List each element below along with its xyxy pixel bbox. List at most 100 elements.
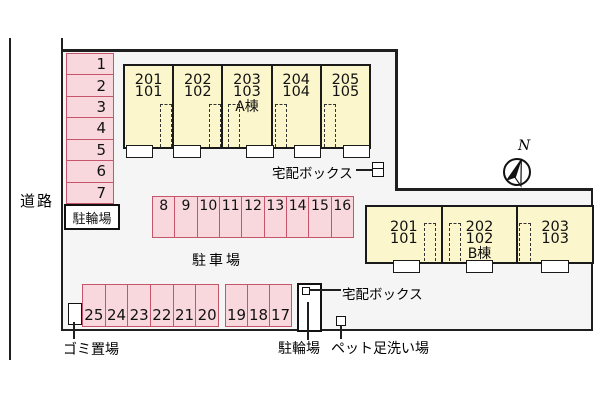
entrance-porch	[466, 260, 493, 273]
pet-wash-leader-line	[340, 325, 342, 339]
garbage-area-label: ゴミ置場	[63, 342, 119, 358]
unit-upper-number: 203	[541, 219, 570, 235]
delivery-box-label-a: 宅配ボックス	[272, 166, 353, 182]
unit-upper-number: 204	[282, 72, 311, 88]
delivery-box-marker-b	[302, 287, 310, 295]
unit-lower-number: 103	[541, 231, 570, 247]
parking-stall: 12	[242, 197, 265, 237]
building-a: 201 101 202 102 203 103 A棟 204 104 205 1…	[123, 64, 371, 158]
parking-stall: 8	[153, 197, 176, 237]
bicycle-parking-label-box: 駐輪場	[64, 204, 120, 230]
unit-cell: 201 101	[367, 207, 443, 262]
stair-dashed-outline	[519, 223, 531, 261]
unit-lower-number: 102	[183, 84, 212, 100]
unit-lower-number: 103	[233, 84, 261, 100]
bicycle-stall: 3	[67, 97, 113, 119]
parking-stall: 15	[309, 197, 332, 237]
parking-stall: 14	[287, 197, 310, 237]
building-name-label: B棟	[467, 246, 492, 262]
stair-dashed-outline	[228, 104, 240, 147]
unit-lower-number: 104	[282, 84, 311, 100]
unit-cell: 202 102 B棟	[443, 207, 519, 262]
stair-dashed-outline	[449, 223, 461, 261]
unit-upper-number: 201	[389, 219, 418, 235]
road-outer-line	[9, 38, 11, 360]
unit-cell: 202 102	[174, 66, 224, 147]
building-a-units: 201 101 202 102 203 103 A棟 204 104 205 1…	[125, 66, 369, 147]
parking-stall: 16	[333, 198, 352, 214]
bike-shed	[297, 283, 322, 332]
garbage-leader-line	[73, 322, 75, 339]
parking-stall: 19	[226, 285, 248, 326]
delivery-box-leader-line-b	[309, 289, 341, 291]
unit-cell: 203 103	[518, 207, 592, 262]
bicycle-parking-bottom-label: 駐輪場	[278, 341, 320, 357]
bicycle-stall: 4	[67, 118, 113, 140]
site-boundary-step-vertical	[395, 49, 398, 190]
unit-lower-number: 101	[134, 84, 163, 100]
parking-stall: 18	[248, 285, 270, 326]
unit-lower-number: 102	[465, 231, 494, 247]
parking-stall: 23	[128, 285, 152, 326]
site-boundary-upper-right	[395, 188, 593, 191]
stair-dashed-outline	[324, 104, 336, 147]
entrance-porch	[126, 145, 153, 158]
parking-stall: 20	[197, 306, 217, 324]
parking-stall: 24	[106, 285, 129, 326]
bicycle-stall: 1	[67, 54, 113, 76]
road-label: 道路	[20, 192, 55, 210]
entrance-porch	[246, 145, 274, 158]
parking-stall: 22	[151, 285, 174, 326]
stair-dashed-outline	[160, 104, 172, 147]
unit-cell: 203 103 A棟	[223, 66, 273, 147]
compass-n-label: N	[518, 138, 531, 154]
parking-stall: 13	[265, 197, 287, 237]
building-b: 201 101 202 102 B棟 203 103	[365, 205, 594, 273]
stair-dashed-outline	[209, 104, 221, 147]
bicycle-stall: 6	[67, 161, 113, 183]
compass-icon	[503, 158, 531, 188]
entrance-porch	[541, 260, 569, 273]
unit-cell: 201 101	[125, 66, 175, 147]
unit-upper-number: 202	[465, 219, 494, 235]
bicycle-stall: 5	[67, 140, 113, 162]
unit-cell: 204 104	[273, 66, 322, 147]
stair-dashed-outline	[424, 223, 436, 261]
entrance-porch	[393, 260, 420, 273]
delivery-box-icon	[372, 162, 384, 177]
unit-cell: 205 105	[322, 66, 369, 147]
parking-stall: 9	[175, 197, 198, 237]
entrance-porch	[343, 145, 370, 158]
building-b-units: 201 101 202 102 B棟 203 103	[367, 207, 592, 262]
delivery-box-label-b: 宅配ボックス	[342, 287, 423, 303]
parking-lot-label: 駐車場	[192, 253, 243, 269]
unit-lower-number: 105	[331, 84, 360, 100]
unit-lower-number: 101	[389, 231, 418, 247]
delivery-box-leader-line-a	[356, 169, 372, 171]
bike-shed-leader-line	[307, 302, 309, 340]
unit-upper-number: 202	[183, 72, 212, 88]
site-boundary-bottom	[62, 328, 593, 331]
bicycle-stall: 7	[96, 183, 106, 202]
stair-dashed-outline	[275, 104, 287, 147]
unit-upper-number: 203	[233, 72, 261, 88]
unit-upper-number: 205	[331, 72, 360, 88]
parking-stall: 21	[174, 285, 197, 326]
bicycle-stall: 2	[67, 75, 113, 97]
entrance-porch	[173, 145, 201, 158]
site-boundary-top	[62, 49, 398, 52]
road-inner-line	[61, 38, 63, 331]
parking-stall: 10	[198, 197, 220, 237]
pet-wash-label: ペット足洗い場	[331, 341, 429, 357]
parking-stall: 25	[83, 285, 106, 326]
parking-stall: 11	[220, 197, 243, 237]
building-name-label: A棟	[235, 99, 259, 115]
parking-stall: 17	[270, 306, 291, 324]
entrance-porch	[294, 145, 321, 158]
garbage-area-marker	[68, 303, 82, 325]
